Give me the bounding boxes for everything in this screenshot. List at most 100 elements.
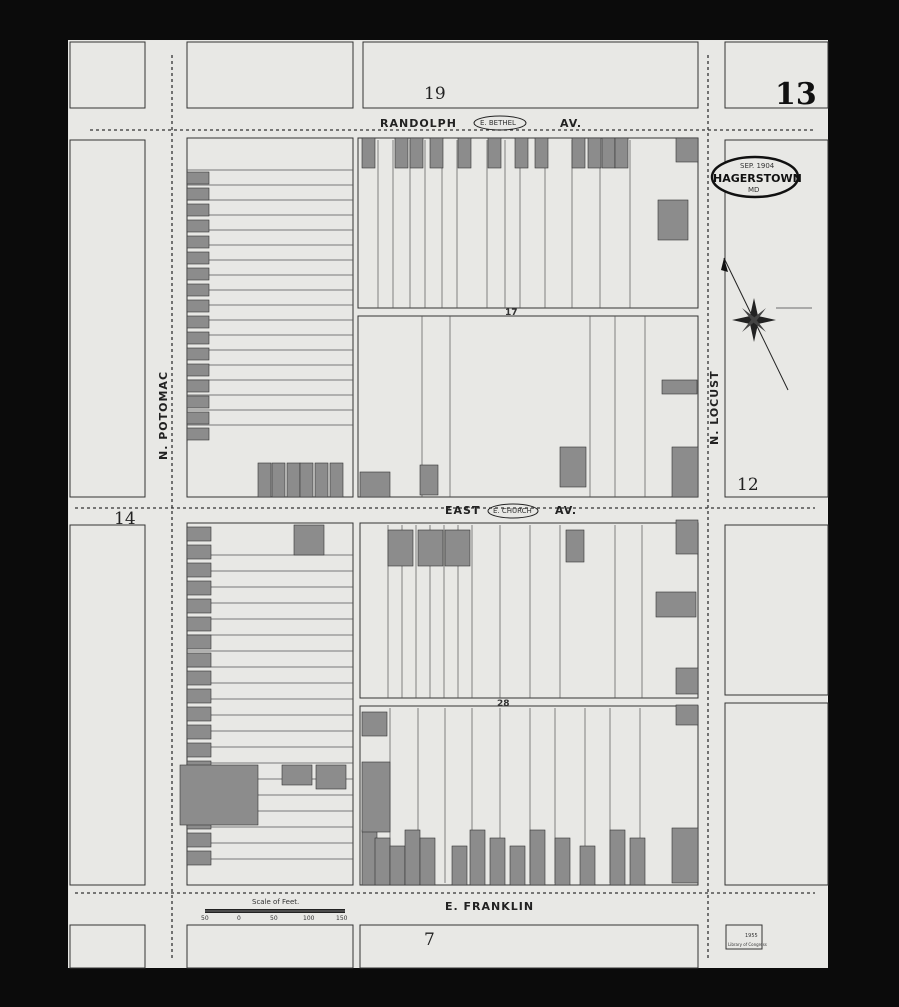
building xyxy=(529,829,546,886)
buildings xyxy=(179,137,699,886)
building xyxy=(509,845,526,886)
scale-tick: 150 xyxy=(336,915,348,922)
city-block xyxy=(724,139,829,498)
sheet-number: 13 xyxy=(775,77,817,112)
street-suffix-middle: AV. xyxy=(555,504,577,517)
building xyxy=(315,764,347,790)
building xyxy=(429,137,444,169)
building xyxy=(314,462,329,498)
building xyxy=(571,137,586,169)
street-label-locust: N. LOCUST xyxy=(708,370,721,445)
building xyxy=(374,837,391,886)
alley-17: 17 xyxy=(505,308,518,318)
building xyxy=(675,667,699,695)
building xyxy=(579,845,596,886)
title-cartouche: SEP. 1904 HAGERSTOWN MD xyxy=(710,155,802,199)
building xyxy=(487,137,502,169)
building xyxy=(409,137,424,169)
building xyxy=(186,562,212,578)
city-block xyxy=(724,41,829,109)
building xyxy=(186,267,210,281)
building xyxy=(286,462,301,498)
building xyxy=(394,137,409,169)
building xyxy=(457,137,472,169)
city-block xyxy=(186,924,354,969)
building xyxy=(534,137,549,169)
building xyxy=(281,764,313,786)
city-block xyxy=(359,924,699,969)
building xyxy=(186,850,212,866)
building xyxy=(417,529,444,567)
city-block xyxy=(69,41,146,109)
building xyxy=(186,299,210,313)
city-block xyxy=(359,522,699,699)
building xyxy=(671,827,699,884)
building xyxy=(629,837,646,886)
building xyxy=(675,519,699,555)
building xyxy=(186,580,212,596)
building xyxy=(361,137,376,169)
building xyxy=(404,829,421,886)
street-label-east: EAST xyxy=(445,504,480,517)
building xyxy=(359,471,391,498)
alt-name-oval xyxy=(487,503,539,519)
stamp-text: Library of Congress xyxy=(728,942,767,947)
building xyxy=(186,652,212,668)
city-block xyxy=(186,522,354,886)
city-block xyxy=(357,315,699,498)
adjacent-sheet-7: 7 xyxy=(424,930,435,950)
adjacent-sheet-12: 12 xyxy=(737,475,759,495)
building xyxy=(186,235,210,249)
building xyxy=(186,427,210,441)
scale-bar: Scale of Feet. 50 0 50 100 150 xyxy=(201,898,348,922)
map-state: MD xyxy=(748,186,759,194)
building xyxy=(186,544,212,560)
street-suffix-top: AV. xyxy=(560,117,582,130)
adjacent-sheet-19: 19 xyxy=(424,84,446,104)
building xyxy=(444,529,471,567)
building xyxy=(186,670,212,686)
street-label-randolph: RANDOLPH xyxy=(380,117,457,130)
building xyxy=(186,832,212,848)
building xyxy=(186,187,210,201)
building xyxy=(661,379,698,395)
building xyxy=(186,616,212,632)
building xyxy=(675,704,699,726)
street-label-franklin: E. FRANKLIN xyxy=(445,900,534,913)
building xyxy=(565,529,585,563)
building xyxy=(257,462,272,498)
building xyxy=(451,845,468,886)
scale-tick: 0 xyxy=(237,915,241,922)
building xyxy=(489,837,506,886)
building xyxy=(419,464,439,496)
city-block xyxy=(69,524,146,886)
building xyxy=(389,845,406,886)
building xyxy=(329,462,344,498)
building xyxy=(186,526,212,542)
building xyxy=(657,199,689,241)
building xyxy=(186,395,210,409)
building xyxy=(186,598,212,614)
building xyxy=(361,711,388,737)
building xyxy=(361,761,391,833)
building xyxy=(601,137,616,169)
building xyxy=(186,742,212,758)
building xyxy=(186,283,210,297)
building xyxy=(186,251,210,265)
building xyxy=(514,137,529,169)
library-stamp: 1955 Library of Congress xyxy=(725,924,767,950)
building xyxy=(179,764,259,826)
building xyxy=(655,591,697,618)
street-label-potomac: N. POTOMAC xyxy=(157,371,170,460)
building xyxy=(609,829,626,886)
building xyxy=(186,171,210,185)
building xyxy=(554,837,571,886)
building xyxy=(469,829,486,886)
adjacent-sheet-14: 14 xyxy=(114,509,136,529)
north-arrow-icon xyxy=(721,257,812,391)
building xyxy=(186,331,210,345)
building xyxy=(671,446,699,498)
stamp-year: 1955 xyxy=(745,933,758,939)
city-block xyxy=(69,139,146,498)
